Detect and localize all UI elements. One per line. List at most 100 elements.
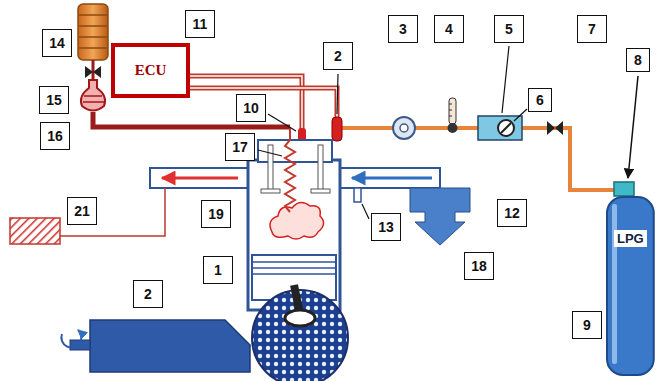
dynamometer-part bbox=[90, 320, 250, 372]
callout-number: 1 bbox=[214, 262, 222, 278]
gauge-part bbox=[449, 98, 456, 124]
leader-arrow bbox=[628, 76, 638, 178]
intake-port-part bbox=[340, 168, 440, 188]
callout-box: 11 bbox=[185, 10, 215, 38]
callout-number: 15 bbox=[46, 92, 62, 108]
callout-number: 17 bbox=[232, 139, 248, 155]
callout-number: 18 bbox=[471, 258, 487, 274]
lpg-tank: LPG bbox=[606, 196, 655, 376]
callout-number: 2 bbox=[334, 48, 342, 64]
exhaust-port-part bbox=[150, 168, 248, 188]
callout-number: 3 bbox=[399, 21, 407, 37]
callout-number: 5 bbox=[505, 21, 513, 37]
tank-highlight bbox=[612, 204, 617, 364]
callout-number: 7 bbox=[588, 21, 596, 37]
intake-port bbox=[340, 168, 440, 188]
callout-number: 6 bbox=[536, 92, 544, 108]
shutoff-valve-part bbox=[93, 66, 101, 78]
leader-line bbox=[258, 46, 527, 219]
flow-meter bbox=[393, 117, 415, 139]
exhaust-port bbox=[150, 168, 248, 188]
ecu-wire-part bbox=[190, 76, 302, 130]
gas-cylinder-part bbox=[78, 4, 108, 60]
callout-number: 8 bbox=[634, 52, 642, 68]
ecu-box: ECU bbox=[111, 43, 190, 98]
combustion-cloud bbox=[270, 202, 324, 239]
cylinder-part bbox=[318, 145, 323, 190]
shutoff-valve bbox=[547, 121, 563, 135]
node-label: LPG bbox=[614, 230, 647, 247]
callout-number: 11 bbox=[193, 16, 208, 32]
shutoff-valve-part bbox=[547, 121, 555, 135]
intake-port-part bbox=[352, 177, 432, 180]
callout-number: 16 bbox=[47, 128, 63, 144]
shutoff-valve-part bbox=[85, 66, 93, 78]
dynamometer-part bbox=[61, 330, 81, 347]
injector bbox=[332, 117, 342, 141]
gauge-part bbox=[449, 110, 452, 111]
callout-box: 9 bbox=[572, 311, 602, 339]
cylinder-part bbox=[311, 189, 330, 193]
shutoff-valve-part bbox=[555, 121, 563, 135]
flow-meter-part bbox=[400, 124, 408, 132]
gas-cylinder bbox=[78, 4, 108, 60]
callout-box: 2 bbox=[133, 280, 163, 308]
callout-box: 4 bbox=[434, 15, 464, 43]
spark-coil bbox=[285, 127, 295, 212]
callout-box: 5 bbox=[494, 15, 524, 43]
sample-line bbox=[60, 188, 165, 236]
callout-number: 12 bbox=[504, 205, 520, 221]
callout-box: 3 bbox=[388, 15, 418, 43]
exhaust-port-part bbox=[162, 177, 238, 180]
callout-number: 9 bbox=[583, 317, 591, 333]
gauge-part bbox=[448, 123, 458, 133]
leader-line-part bbox=[502, 46, 509, 113]
callout-box: 14 bbox=[42, 29, 72, 57]
piston-part bbox=[252, 273, 336, 275]
sensor bbox=[354, 188, 361, 202]
callout-box: 21 bbox=[67, 197, 97, 225]
shutoff-valve-part bbox=[92, 60, 95, 80]
connecting-rod bbox=[285, 285, 315, 326]
callout-box: 10 bbox=[236, 94, 266, 122]
regulator-part bbox=[501, 123, 511, 133]
gas-cylinder-part bbox=[79, 25, 107, 27]
gas-analyser bbox=[10, 218, 60, 244]
gauge-part bbox=[449, 104, 452, 105]
flask bbox=[81, 80, 105, 111]
gauge bbox=[448, 98, 458, 133]
gauge-part bbox=[449, 116, 452, 117]
tank-outline bbox=[606, 196, 655, 376]
regulator-part bbox=[498, 120, 514, 136]
callout-box: 12 bbox=[497, 199, 527, 227]
leader-line-part bbox=[514, 109, 527, 121]
callout-box: 16 bbox=[40, 122, 70, 150]
callout-box: 6 bbox=[528, 88, 552, 112]
callout-number: 19 bbox=[208, 206, 224, 222]
callout-box: 13 bbox=[371, 213, 401, 241]
callout-number: 2 bbox=[144, 286, 152, 302]
callout-box: 1 bbox=[203, 256, 233, 284]
flask-part bbox=[83, 101, 104, 103]
piston-part bbox=[252, 267, 336, 269]
callout-number: 13 bbox=[378, 219, 394, 235]
gas-cylinder-part bbox=[79, 47, 107, 49]
leader-line-part bbox=[362, 204, 369, 219]
ecu-wire bbox=[190, 76, 337, 130]
callout-box: 7 bbox=[577, 15, 607, 43]
leader-line-part bbox=[337, 74, 338, 114]
cylinder-part bbox=[261, 189, 280, 193]
flask-part bbox=[84, 95, 102, 97]
cylinder-part bbox=[268, 145, 273, 190]
callout-box: 17 bbox=[225, 133, 255, 161]
callout-number: 4 bbox=[445, 21, 453, 37]
tank-valve bbox=[614, 182, 634, 196]
node-label: ECU bbox=[135, 62, 167, 79]
flow-meter-part bbox=[393, 117, 415, 139]
tank-body bbox=[607, 197, 654, 375]
callout-number: 21 bbox=[74, 203, 90, 219]
callout-box: 18 bbox=[464, 252, 494, 280]
ecu-wire-part bbox=[190, 76, 302, 130]
callout-number: 14 bbox=[49, 35, 65, 51]
